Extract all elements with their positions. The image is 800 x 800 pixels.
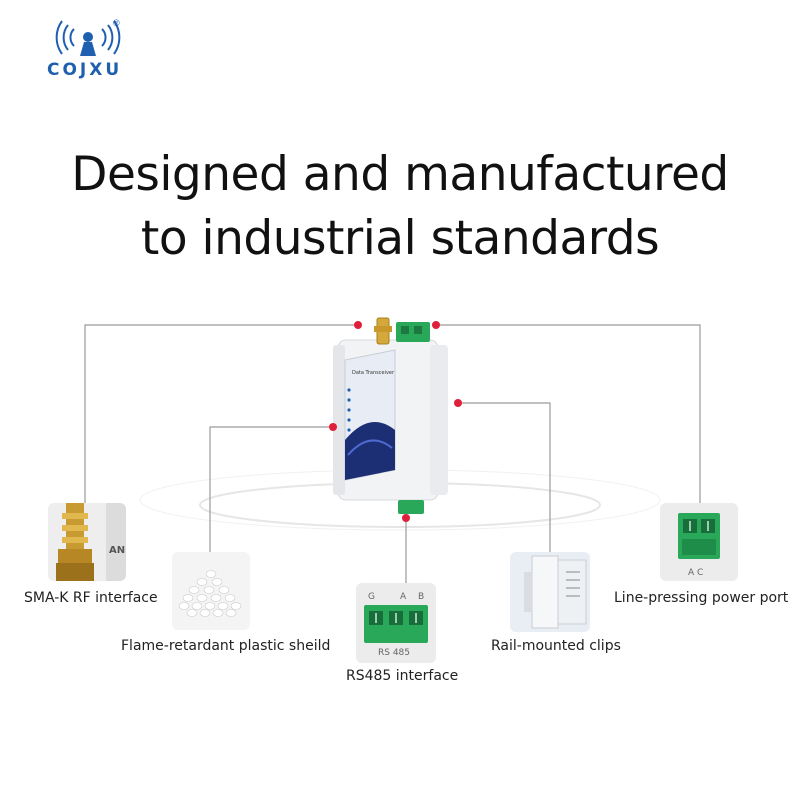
caption-rs485: RS485 interface: [346, 668, 459, 684]
caption-rail: Rail-mounted clips: [491, 638, 621, 654]
pin-label-a: A: [400, 592, 407, 602]
cojxu-logo: [55, 20, 121, 56]
dot-sma: [354, 321, 362, 329]
caption-sma: SMA-K RF interface: [24, 590, 158, 606]
sma-connector-photo: AN: [48, 503, 126, 581]
caption-plastic: Flame-retardant plastic sheild: [121, 638, 331, 654]
headline-line-2: to industrial standards: [140, 211, 660, 266]
registered-mark: ®: [113, 18, 120, 28]
dot-power: [432, 321, 440, 329]
rs485-port-text: RS 485: [378, 648, 410, 658]
sma-panel-text: AN: [109, 545, 125, 556]
data-transceiver-device: Data Transceiver: [333, 317, 448, 514]
rs485-terminal-photo: G A B RS 485: [356, 583, 436, 663]
headline-line-1: Designed and manufactured: [71, 147, 729, 202]
pin-label-g: G: [368, 592, 375, 602]
dot-rail: [454, 399, 462, 407]
pin-label-b: B: [418, 592, 424, 602]
callout-line-sma: [84, 324, 355, 505]
rail-clip-photo: [510, 552, 590, 632]
dot-plastic: [329, 423, 337, 431]
dot-rs485: [402, 514, 410, 522]
callout-line-power: [436, 324, 701, 505]
device-label: Data Transceiver: [352, 370, 395, 376]
callout-line-rail: [458, 402, 551, 555]
plastic-pellets-photo: [172, 552, 250, 630]
brand-name: COJXU: [47, 60, 123, 80]
caption-power: Line-pressing power port: [614, 590, 789, 606]
power-terminal-photo: A C: [660, 503, 738, 581]
callout-line-plastic: [209, 426, 333, 555]
power-pin-text: A C: [688, 568, 703, 578]
